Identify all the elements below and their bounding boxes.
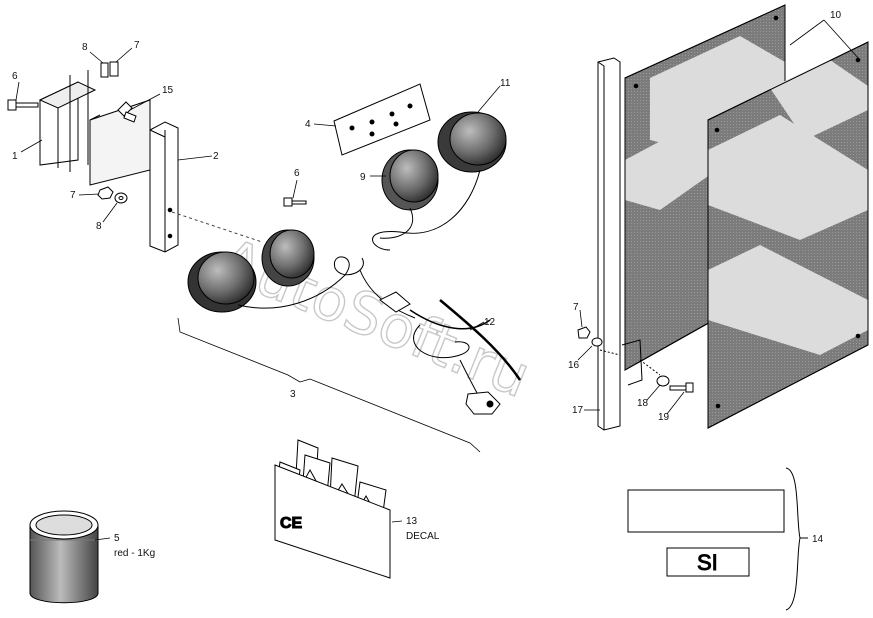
callout-14: 14 <box>812 534 824 545</box>
callout-3: 3 <box>290 389 296 400</box>
callout-2: 2 <box>213 151 219 162</box>
leader-lines <box>15 19 861 541</box>
paint-note: red - 1Kg <box>114 548 155 559</box>
lamp-pair-top <box>372 111 507 251</box>
callout-10: 10 <box>830 10 842 21</box>
si-plate-text: SI <box>697 550 718 575</box>
callout-13: 13 <box>406 516 418 527</box>
callout-9: 9 <box>360 172 366 183</box>
callout-6a: 6 <box>12 71 18 82</box>
bracket-assembly <box>7 61 263 253</box>
callout-8a: 8 <box>82 42 88 53</box>
callout-17: 17 <box>572 405 584 416</box>
callout-4: 4 <box>305 119 311 130</box>
callout-1: 1 <box>12 151 18 162</box>
lamp-assembly-3 <box>187 197 522 415</box>
part-4-plate <box>333 83 431 156</box>
decal-note: DECAL <box>406 531 440 542</box>
ce-mark: CE <box>280 515 303 532</box>
plates-14: SI <box>627 467 808 611</box>
bracket-3 <box>177 317 481 453</box>
callout-5: 5 <box>114 533 120 544</box>
callout-7c: 7 <box>573 302 579 313</box>
callout-15: 15 <box>162 85 174 96</box>
callout-6b: 6 <box>294 168 300 179</box>
callout-labels: 6 1 8 7 15 2 7 8 6 4 9 11 12 3 10 7 16 1… <box>12 10 842 559</box>
callout-19: 19 <box>658 412 670 423</box>
decal-pack: CE <box>274 439 391 579</box>
callout-16: 16 <box>568 360 580 371</box>
callout-18: 18 <box>637 398 649 409</box>
callout-7a: 7 <box>134 40 140 51</box>
paint-can <box>29 510 99 604</box>
callout-7b: 7 <box>70 190 76 201</box>
callout-11: 11 <box>500 78 511 89</box>
warning-signs <box>577 4 869 431</box>
callout-12: 12 <box>484 317 496 328</box>
callout-8b: 8 <box>96 221 102 232</box>
